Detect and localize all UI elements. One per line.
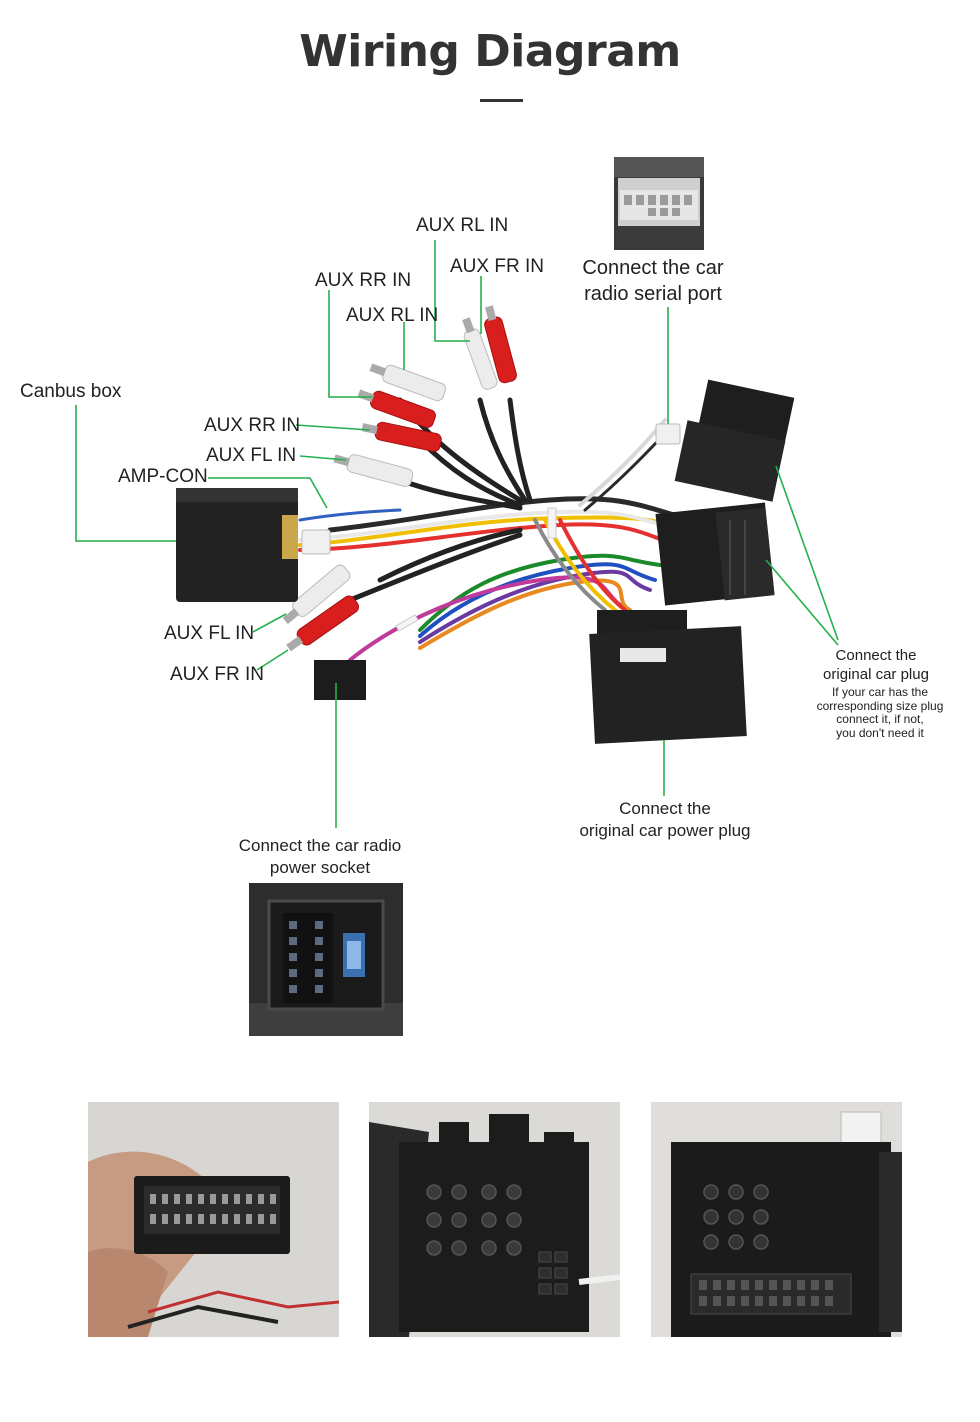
label-aux-rr-in-top: AUX RR IN bbox=[315, 270, 412, 291]
label-original-car-plug: Connect the original car plug bbox=[808, 646, 944, 684]
label-canbus-box: Canbus box bbox=[20, 381, 122, 402]
canbus-box bbox=[176, 488, 331, 602]
photo-quadlock-connector bbox=[369, 1102, 620, 1337]
label-note-line3: connect it, if not, bbox=[836, 712, 924, 726]
label-power-plug-line2: original car power plug bbox=[579, 821, 751, 840]
label-aux-fr-in-top: AUX FR IN bbox=[450, 256, 544, 277]
photo-car-plug-connector bbox=[651, 1102, 902, 1337]
label-power-socket: Connect the car radio power socket bbox=[220, 835, 420, 879]
cable-tie bbox=[547, 507, 557, 539]
label-original-power-plug: Connect the original car power plug bbox=[560, 798, 770, 842]
label-aux-rl-in-top: AUX RL IN bbox=[416, 215, 509, 236]
wire-bundle bbox=[298, 397, 702, 662]
label-power-socket-line2: power socket bbox=[269, 858, 371, 877]
label-note-line2: corresponding size plug bbox=[816, 698, 944, 713]
serial-white-connector bbox=[655, 423, 681, 445]
label-original-car-plug-note: If your car has the corresponding size p… bbox=[808, 685, 952, 740]
label-power-plug-line1: Connect the bbox=[619, 799, 711, 818]
label-aux-fr-in-bottom: AUX FR IN bbox=[170, 664, 264, 685]
label-original-car-plug-line1: Connect the bbox=[835, 647, 917, 664]
serial-port-photo bbox=[614, 157, 704, 250]
leader-lines bbox=[75, 240, 839, 828]
label-note-line1: If your car has the bbox=[831, 685, 929, 699]
cable-tie bbox=[395, 614, 419, 632]
mid-right-plug bbox=[655, 502, 775, 606]
power-plug bbox=[589, 610, 747, 744]
rca-connectors bbox=[282, 305, 517, 652]
label-aux-fl-in-left: AUX FL IN bbox=[206, 445, 297, 466]
upper-right-plug bbox=[674, 379, 795, 502]
power-socket-plug bbox=[314, 660, 366, 700]
label-aux-rr-in-left: AUX RR IN bbox=[204, 415, 301, 436]
label-aux-rl-in-mid: AUX RL IN bbox=[346, 305, 439, 326]
label-serial-port-line1: Connect the car bbox=[582, 257, 724, 279]
title-underline bbox=[480, 99, 523, 102]
page-title: Wiring Diagram bbox=[299, 26, 681, 77]
power-socket-photo bbox=[249, 883, 403, 1036]
label-serial-port: Connect the car radio serial port bbox=[570, 255, 736, 307]
label-amp-con: AMP-CON bbox=[118, 466, 208, 487]
label-note-line4: you don't need it bbox=[836, 725, 924, 740]
photo-hand-holding-connector bbox=[88, 1102, 339, 1337]
label-original-car-plug-line2: original car plug bbox=[823, 666, 929, 683]
label-power-socket-line1: Connect the car radio bbox=[238, 836, 402, 855]
label-aux-fl-in-bottom: AUX FL IN bbox=[164, 623, 255, 644]
label-serial-port-line2: radio serial port bbox=[584, 283, 722, 305]
